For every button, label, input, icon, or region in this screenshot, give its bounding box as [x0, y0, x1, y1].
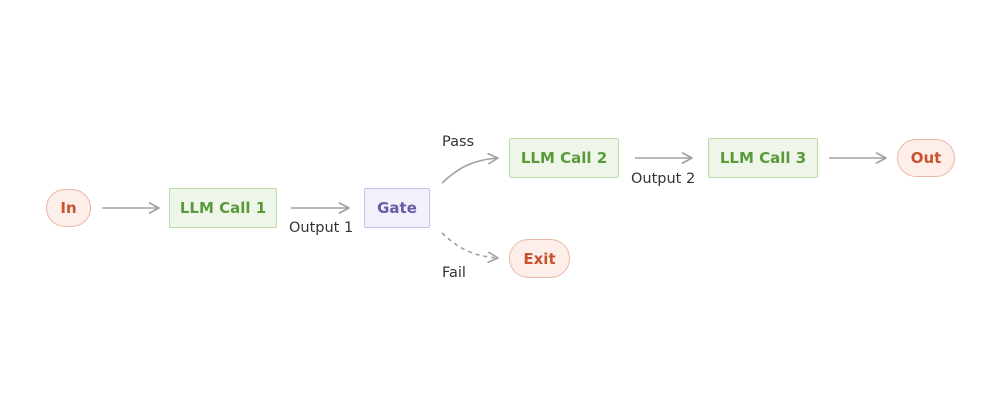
node-out-label: Out [910, 149, 942, 167]
edge-gate-to-llm2 [441, 152, 499, 184]
node-llm-call-2: LLM Call 2 [509, 138, 619, 178]
node-exit: Exit [509, 239, 570, 278]
node-in: In [46, 189, 91, 227]
node-llm-call-3: LLM Call 3 [708, 138, 818, 178]
edge-label-pass: Pass [442, 134, 475, 150]
edge-label-fail: Fail [442, 265, 466, 281]
node-llm-call-3-label: LLM Call 3 [719, 149, 807, 167]
edge-label-output-2: Output 2 [631, 171, 696, 187]
node-llm-call-1-label: LLM Call 1 [179, 199, 267, 217]
node-exit-label: Exit [523, 249, 556, 268]
node-out: Out [897, 139, 955, 177]
node-gate: Gate [364, 188, 430, 228]
node-in-label: In [60, 199, 77, 217]
edge-label-output-1: Output 1 [289, 220, 354, 236]
node-llm-call-1: LLM Call 1 [169, 188, 277, 228]
node-llm-call-2-label: LLM Call 2 [520, 149, 608, 167]
node-gate-label: Gate [377, 199, 417, 217]
edge-gate-to-exit [441, 232, 499, 264]
